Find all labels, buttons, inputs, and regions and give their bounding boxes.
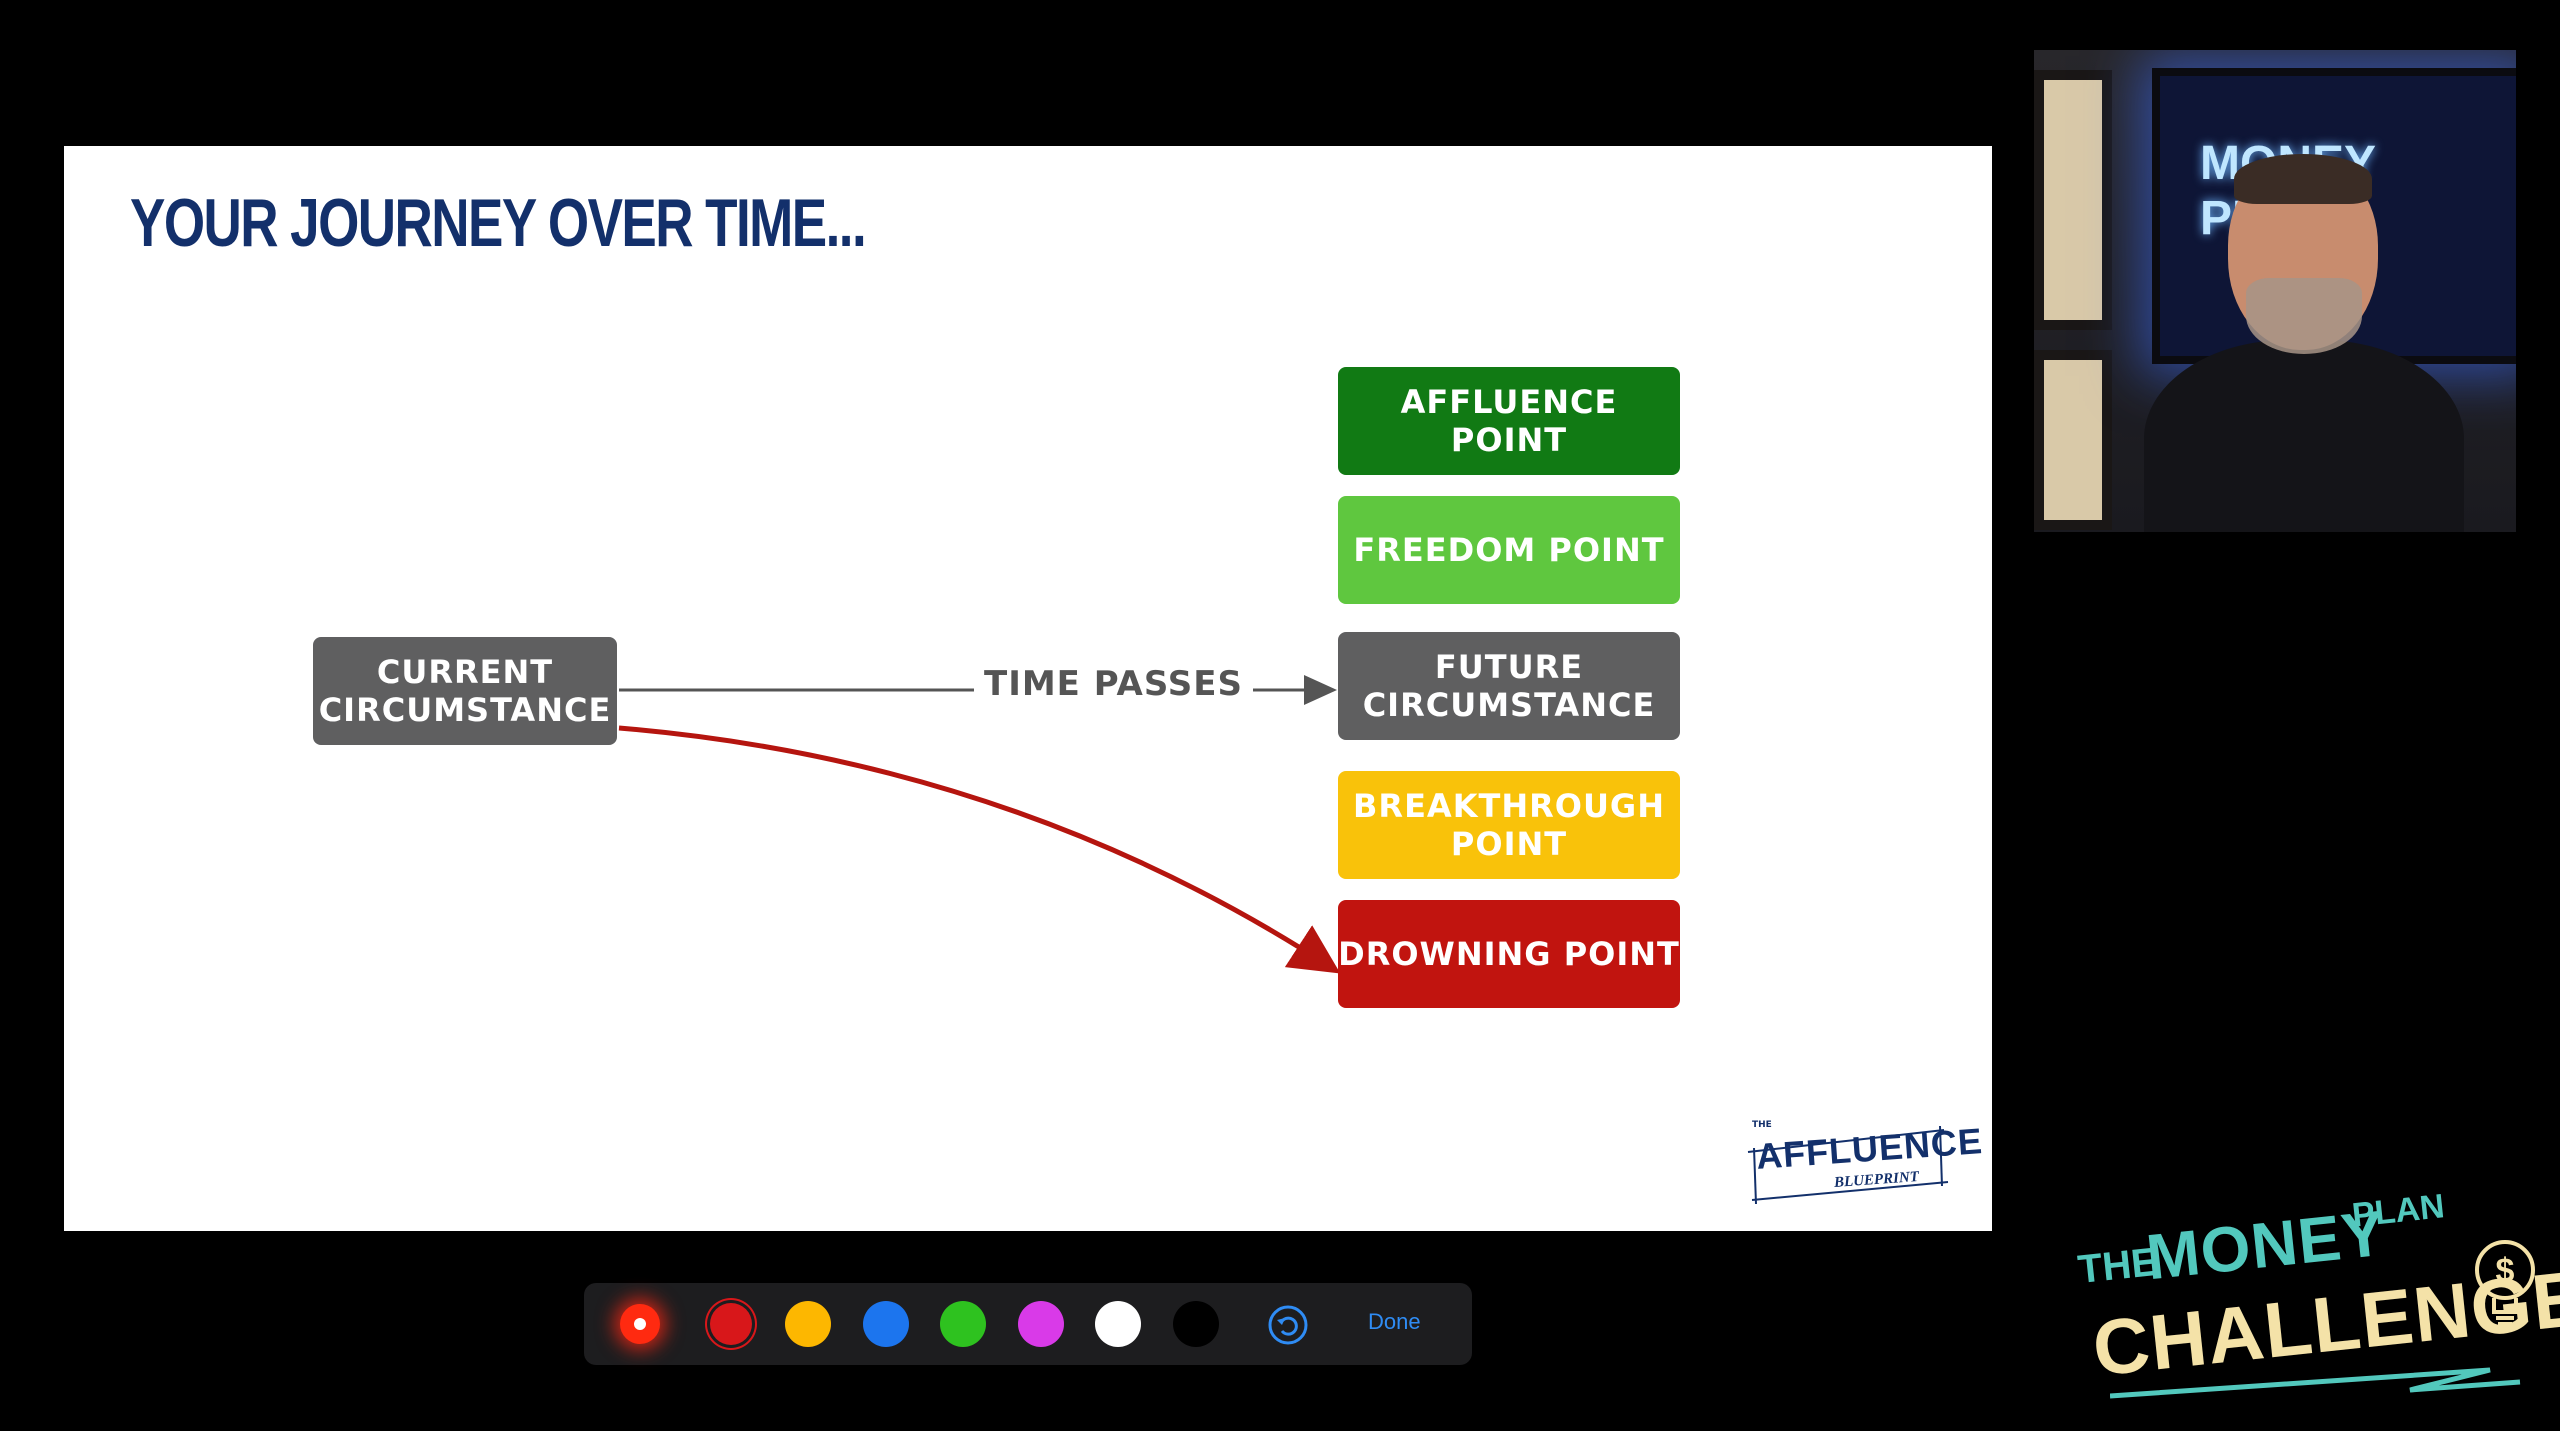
breakthrough-point-box: BREAKTHROUGH POINT xyxy=(1338,771,1680,879)
wall-frame-2 xyxy=(2034,350,2112,530)
pen-blue-tool[interactable] xyxy=(863,1301,909,1347)
affluence-point-box: AFFLUENCE POINT xyxy=(1338,367,1680,475)
logo-top-text: THE xyxy=(1752,1120,1772,1130)
presenter-beard xyxy=(2246,278,2362,354)
freedom-point-label: FREEDOM POINT xyxy=(1353,531,1665,569)
undo-icon xyxy=(1268,1305,1308,1345)
pen-magenta-tool[interactable] xyxy=(1018,1301,1064,1347)
affluence-point-label: AFFLUENCE POINT xyxy=(1400,383,1618,459)
brand-underline xyxy=(2110,1367,2521,1399)
undo-button[interactable] xyxy=(1268,1305,1308,1345)
future-circumstance-box: FUTURE CIRCUMSTANCE xyxy=(1338,632,1680,740)
pen-white-tool[interactable] xyxy=(1095,1301,1141,1347)
current-circumstance-label: CURRENT CIRCUMSTANCE xyxy=(318,653,612,729)
logo-frame-lines xyxy=(1747,1125,1949,1205)
wall-frame-1 xyxy=(2034,70,2112,330)
drowning-arrow xyxy=(618,725,1341,974)
done-button[interactable]: Done xyxy=(1368,1309,1421,1334)
presenter-hair xyxy=(2234,154,2372,204)
pen-green-tool[interactable] xyxy=(940,1301,986,1347)
brand-plan-text: PLAN xyxy=(2350,1187,2447,1235)
svg-text:$: $ xyxy=(2496,1252,2515,1290)
current-circumstance-box: CURRENT CIRCUMSTANCE xyxy=(313,637,617,745)
future-circumstance-label: FUTURE CIRCUMSTANCE xyxy=(1362,648,1656,724)
presentation-slide: YOUR JOURNEY OVER TIME... TIME PASSES CU… xyxy=(64,146,1992,1231)
drowning-point-box: DROWNING POINT xyxy=(1338,900,1680,1008)
breakthrough-point-label: BREAKTHROUGH POINT xyxy=(1353,787,1665,863)
pen-black-tool[interactable] xyxy=(1173,1301,1219,1347)
annotation-toolbar: Done xyxy=(584,1283,1472,1365)
slide-title: YOUR JOURNEY OVER TIME... xyxy=(130,185,867,261)
laser-pointer-tool[interactable] xyxy=(620,1304,660,1344)
freedom-point-box: FREEDOM POINT xyxy=(1338,496,1680,604)
presenter xyxy=(2144,154,2464,532)
presenter-body xyxy=(2144,340,2464,532)
drowning-point-label: DROWNING POINT xyxy=(1338,935,1680,973)
lightbulb-dollar-icon: $ xyxy=(2475,1240,2535,1326)
time-passes-label: TIME PASSES xyxy=(974,664,1254,704)
pen-orange-tool[interactable] xyxy=(785,1301,831,1347)
money-plan-challenge-logo: THE MONEY PLAN CHALLENGE $ xyxy=(2070,1187,2560,1410)
affluence-blueprint-logo: THE AFFLUENCE BLUEPRINT xyxy=(1744,1112,1984,1208)
pen-red-tool[interactable] xyxy=(710,1303,752,1345)
